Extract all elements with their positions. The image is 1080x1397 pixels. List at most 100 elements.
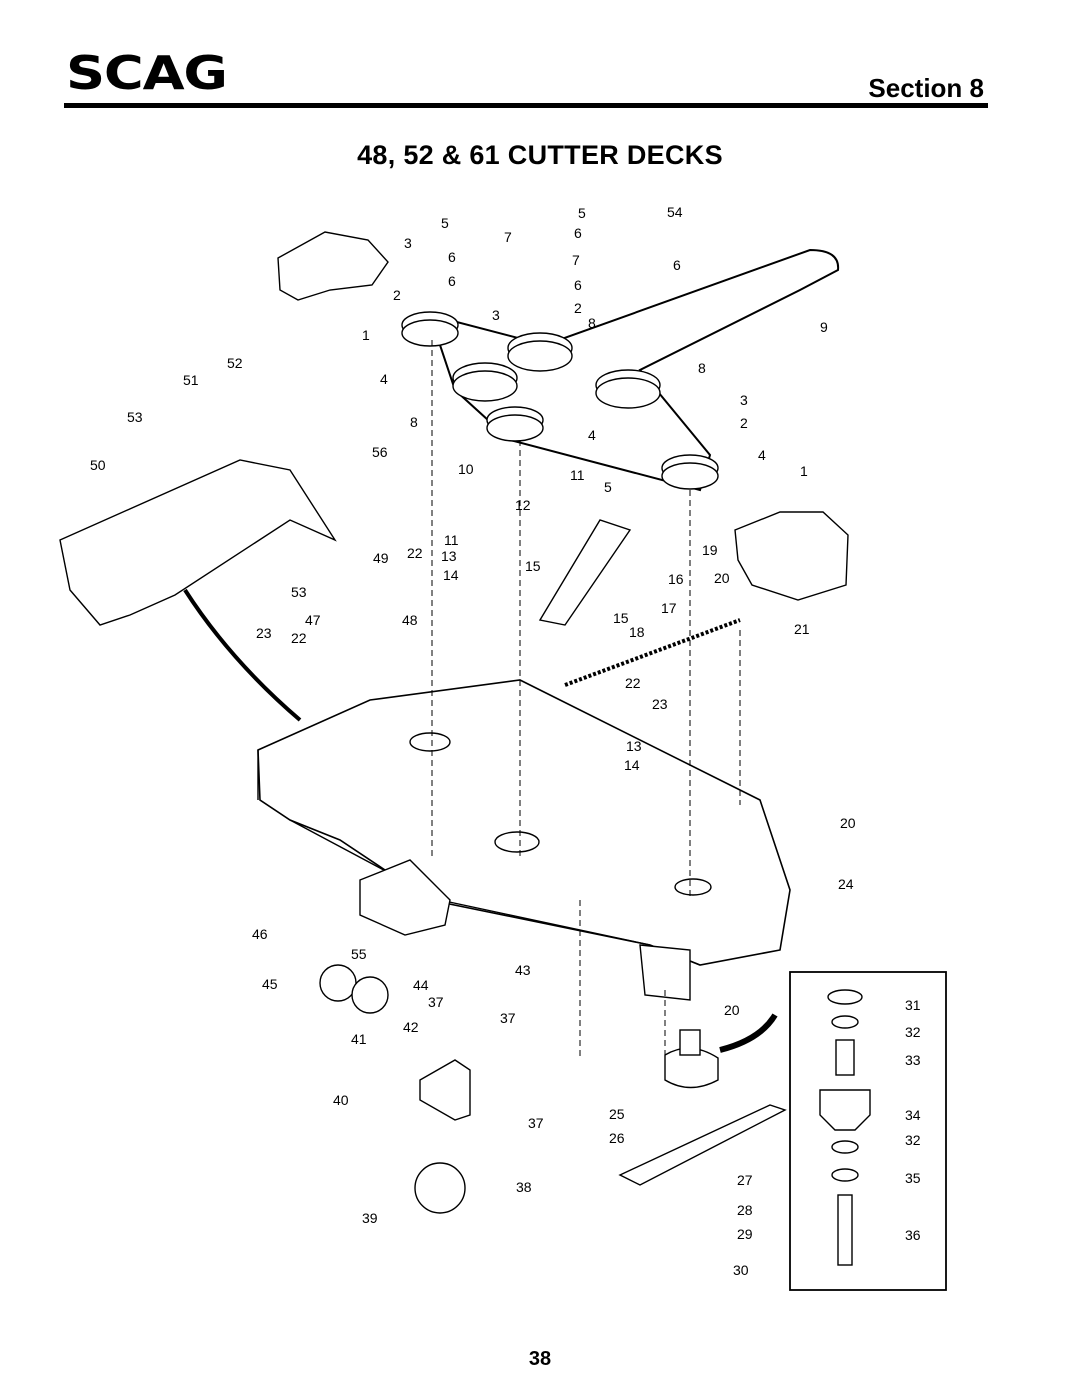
callout-label: 4 — [758, 447, 766, 463]
callout-label: 14 — [443, 567, 459, 583]
callout-label: 56 — [372, 444, 388, 460]
belt-cover-left — [277, 231, 389, 301]
callout-label: 34 — [905, 1107, 921, 1123]
header-rule — [64, 103, 988, 108]
callout-label: 53 — [127, 409, 143, 425]
callout-label: 13 — [441, 548, 457, 564]
callout-label: 12 — [515, 497, 531, 513]
callout-label: 4 — [588, 427, 596, 443]
callout-label: 24 — [838, 876, 854, 892]
gauge-wheel-2 — [351, 976, 389, 1014]
belt-cover-right — [734, 511, 849, 601]
callout-label: 7 — [504, 229, 512, 245]
callout-label: 22 — [291, 630, 307, 646]
callout-label: 9 — [820, 319, 828, 335]
callout-label: 23 — [652, 696, 668, 712]
callout-label: 20 — [840, 815, 856, 831]
cutter-blade — [618, 1104, 787, 1186]
callout-label: 46 — [252, 926, 268, 942]
callout-label: 28 — [737, 1202, 753, 1218]
callout-label: 47 — [305, 612, 321, 628]
callout-label: 22 — [407, 545, 423, 561]
callout-label: 6 — [574, 277, 582, 293]
front-bracket — [359, 859, 451, 936]
callout-label: 5 — [578, 205, 586, 221]
callout-label: 16 — [668, 571, 684, 587]
idler-arm — [538, 519, 632, 626]
callout-label: 11 — [570, 467, 585, 483]
callout-label: 50 — [90, 457, 106, 473]
callout-label: 42 — [403, 1019, 419, 1035]
callout-label: 37 — [428, 994, 444, 1010]
callout-label: 55 — [351, 946, 367, 962]
callout-label: 11 — [444, 532, 459, 548]
callout-label: 53 — [291, 584, 307, 600]
callout-label: 3 — [492, 307, 500, 323]
callout-label: 44 — [413, 977, 429, 993]
callout-label: 30 — [733, 1262, 749, 1278]
callout-label: 38 — [516, 1179, 532, 1195]
scag-logo: SCAG — [66, 46, 228, 100]
callout-label: 2 — [574, 300, 582, 316]
callout-label: 32 — [905, 1132, 921, 1148]
callout-label: 48 — [402, 612, 418, 628]
tension-spring — [564, 618, 741, 687]
callout-label: 40 — [333, 1092, 349, 1108]
callout-label: 45 — [262, 976, 278, 992]
callout-label: 20 — [724, 1002, 740, 1018]
callout-label: 35 — [905, 1170, 921, 1186]
gauge-wheel-1 — [319, 964, 357, 1002]
callout-label: 8 — [698, 360, 706, 376]
callout-label: 32 — [905, 1024, 921, 1040]
callout-label: 2 — [740, 415, 748, 431]
callout-label: 39 — [362, 1210, 378, 1226]
callout-label: 43 — [515, 962, 531, 978]
callout-label: 6 — [448, 249, 456, 265]
callout-label: 31 — [905, 997, 921, 1013]
section-label: Section 8 — [868, 73, 984, 103]
callout-label: 2 — [393, 287, 401, 303]
callout-label: 23 — [256, 625, 272, 641]
callout-label: 29 — [737, 1226, 753, 1242]
callout-label: 33 — [905, 1052, 921, 1068]
callout-label: 19 — [702, 542, 718, 558]
callout-label: 51 — [183, 372, 199, 388]
callout-label: 36 — [905, 1227, 921, 1243]
callout-label: 6 — [574, 225, 582, 241]
discharge-chute — [59, 459, 337, 626]
callout-label: 13 — [626, 738, 642, 754]
callout-label: 25 — [609, 1106, 625, 1122]
callout-label: 52 — [227, 355, 243, 371]
callout-label: 37 — [528, 1115, 544, 1131]
callout-label: 18 — [629, 624, 645, 640]
callout-label: 21 — [794, 621, 810, 637]
wheel-bracket — [419, 1059, 471, 1121]
rear-bracket — [639, 944, 691, 1001]
callout-label: 22 — [625, 675, 641, 691]
callout-labels: 5 3 7 6 6 2 3 1 52 51 4 53 8 50 56 5 6 7… — [90, 204, 921, 1278]
callout-label: 15 — [613, 610, 629, 626]
callout-label: 5 — [441, 215, 449, 231]
callout-label: 41 — [351, 1031, 367, 1047]
callout-label: 5 — [604, 479, 612, 495]
callout-label: 1 — [362, 327, 370, 343]
callout-label: 54 — [667, 204, 683, 220]
callout-label: 20 — [714, 570, 730, 586]
callout-label: 1 — [800, 463, 808, 479]
callout-label: 37 — [500, 1010, 516, 1026]
callout-label: 3 — [740, 392, 748, 408]
page-title: 48, 52 & 61 CUTTER DECKS — [357, 140, 723, 170]
callout-label: 10 — [458, 461, 474, 477]
callout-label: 15 — [525, 558, 541, 574]
callout-label: 49 — [373, 550, 389, 566]
page-number: 38 — [528, 1348, 552, 1370]
callout-label: 7 — [572, 252, 580, 268]
callout-label: 4 — [380, 371, 388, 387]
callout-label: 14 — [624, 757, 640, 773]
callout-label: 26 — [609, 1130, 625, 1146]
callout-label: 3 — [404, 235, 412, 251]
spindle-inset-box — [789, 971, 947, 1291]
callout-label: 6 — [673, 257, 681, 273]
callout-label: 8 — [588, 315, 596, 331]
